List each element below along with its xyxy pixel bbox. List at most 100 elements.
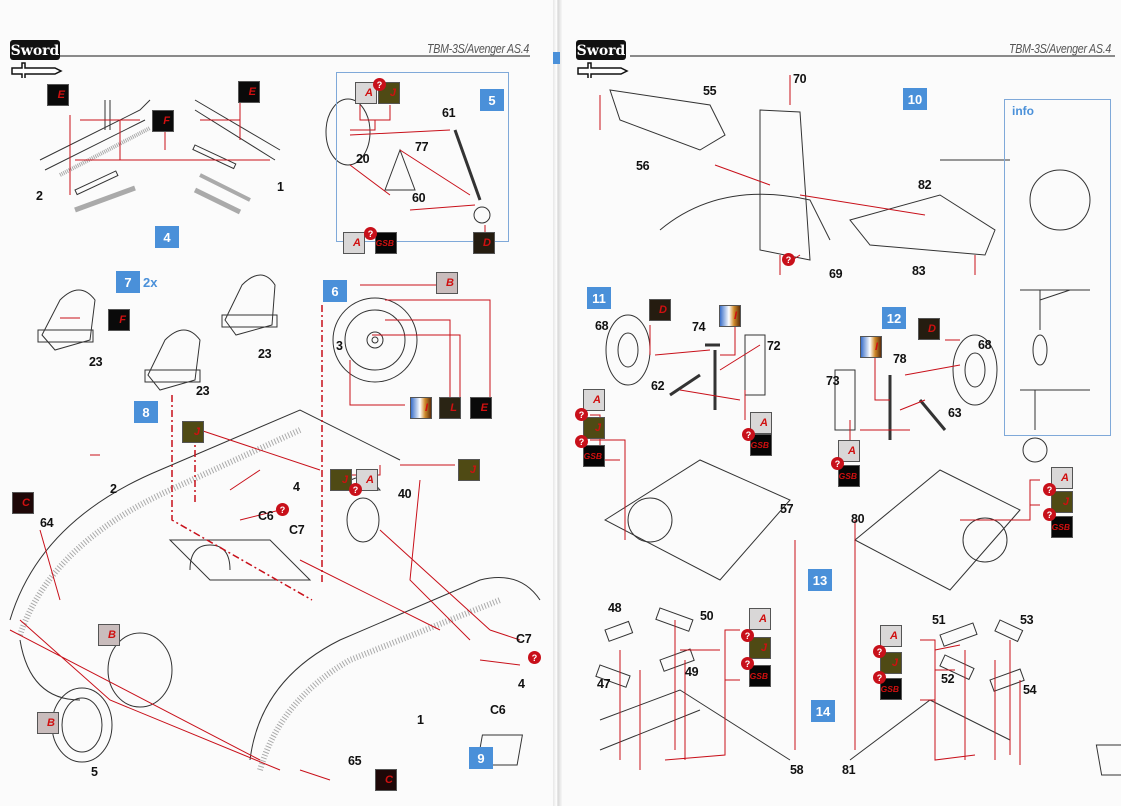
step-number-4: 4 (155, 226, 179, 248)
part-number-5: 5 (91, 765, 98, 779)
part-number-23: 23 (89, 355, 103, 369)
part-number-53: 53 (1020, 613, 1034, 627)
part-number-56: 56 (636, 159, 650, 173)
part-number-23: 23 (258, 347, 272, 361)
question-mark-icon: ? (741, 629, 754, 642)
step-number-10: 10 (903, 88, 927, 110)
color-swatch-f: F (108, 309, 130, 331)
color-swatch-e: E (470, 397, 492, 419)
color-swatch-d: D (649, 299, 671, 321)
part-number-81: 81 (842, 763, 856, 777)
part-number-54: 54 (1023, 683, 1037, 697)
color-swatch-a: A (355, 82, 377, 104)
color-swatch-j: J (330, 469, 352, 491)
color-swatch-c: C (375, 769, 397, 791)
question-mark-icon: ? (364, 227, 377, 240)
color-swatch-i: I (410, 397, 432, 419)
header-rule-right (630, 55, 1115, 57)
question-mark-icon: ? (528, 651, 541, 664)
step5-frame (336, 72, 509, 242)
part-number-72: 72 (767, 339, 781, 353)
info-box (1004, 99, 1111, 436)
color-swatch-j: J (1051, 491, 1073, 513)
page-gutter (553, 0, 562, 806)
part-number-64: 64 (40, 516, 54, 530)
question-mark-icon: ? (1043, 508, 1056, 521)
page-edge-tab (553, 52, 560, 64)
step-number-12: 12 (882, 307, 906, 329)
info-label: info (1012, 104, 1034, 118)
part-number-3: 3 (336, 339, 343, 353)
color-swatch-a: A (343, 232, 365, 254)
color-swatch-f: F (152, 110, 174, 132)
part-number-68: 68 (978, 338, 992, 352)
color-swatch-j: J (749, 637, 771, 659)
part-number-40: 40 (398, 487, 412, 501)
color-swatch-a: A (880, 625, 902, 647)
color-swatch-b: B (436, 272, 458, 294)
part-number-20: 20 (356, 152, 370, 166)
part-number-70: 70 (793, 72, 807, 86)
part-number-49: 49 (685, 665, 699, 679)
part-number-4: 4 (293, 480, 300, 494)
color-swatch-i: I (719, 305, 741, 327)
question-mark-icon: ? (373, 78, 386, 91)
color-swatch-b: B (37, 712, 59, 734)
question-mark-icon: ? (741, 657, 754, 670)
question-mark-icon: ? (782, 253, 795, 266)
color-swatch-j: J (458, 459, 480, 481)
part-number-65: 65 (348, 754, 362, 768)
color-swatch-gsb: GSB (583, 445, 605, 467)
step-number-13: 13 (808, 569, 832, 591)
part-number-73: 73 (826, 374, 840, 388)
part-number-1: 1 (277, 180, 284, 194)
color-swatch-a: A (749, 608, 771, 630)
part-number-78: 78 (893, 352, 907, 366)
color-swatch-gsb: GSB (1051, 516, 1073, 538)
question-mark-icon: ? (276, 503, 289, 516)
svg-text:Sword: Sword (11, 43, 60, 59)
color-swatch-j: J (880, 652, 902, 674)
question-mark-icon: ? (742, 428, 755, 441)
part-number-69: 69 (829, 267, 843, 281)
color-swatch-e: E (238, 81, 260, 103)
color-swatch-a: A (838, 440, 860, 462)
header-rule-left (60, 55, 530, 57)
color-swatch-b: B (98, 624, 120, 646)
part-number-c6: C6 (258, 509, 274, 523)
part-number-60: 60 (412, 191, 426, 205)
part-number-47: 47 (597, 677, 611, 691)
part-number-57: 57 (780, 502, 794, 516)
color-swatch-e: E (47, 84, 69, 106)
step-number-5: 5 (480, 89, 504, 111)
part-number-52: 52 (941, 672, 955, 686)
step-number-9: 9 (469, 747, 493, 769)
question-mark-icon: ? (873, 671, 886, 684)
sword-logo-left: Sword (10, 40, 63, 78)
color-swatch-a: A (750, 412, 772, 434)
part-number-82: 82 (918, 178, 932, 192)
color-swatch-gsb: GSB (375, 232, 397, 254)
part-number-58: 58 (790, 763, 804, 777)
part-number-55: 55 (703, 84, 717, 98)
color-swatch-a: A (356, 469, 378, 491)
color-swatch-a: A (1051, 467, 1073, 489)
part-number-83: 83 (912, 264, 926, 278)
part-number-68: 68 (595, 319, 609, 333)
part-number-1: 1 (417, 713, 424, 727)
color-swatch-j: J (583, 417, 605, 439)
sword-logo-right: Sword (576, 40, 629, 78)
part-number-61: 61 (442, 106, 456, 120)
part-number-2: 2 (36, 189, 43, 203)
part-number-50: 50 (700, 609, 714, 623)
part-number-48: 48 (608, 601, 622, 615)
part-number-c7: C7 (516, 632, 532, 646)
color-swatch-a: A (583, 389, 605, 411)
step-number-14: 14 (811, 700, 835, 722)
color-swatch-gsb: GSB (749, 665, 771, 687)
svg-text:Sword: Sword (577, 43, 626, 59)
question-mark-icon: ? (575, 408, 588, 421)
color-swatch-d: D (473, 232, 495, 254)
part-number-62: 62 (651, 379, 665, 393)
part-number-2: 2 (110, 482, 117, 496)
